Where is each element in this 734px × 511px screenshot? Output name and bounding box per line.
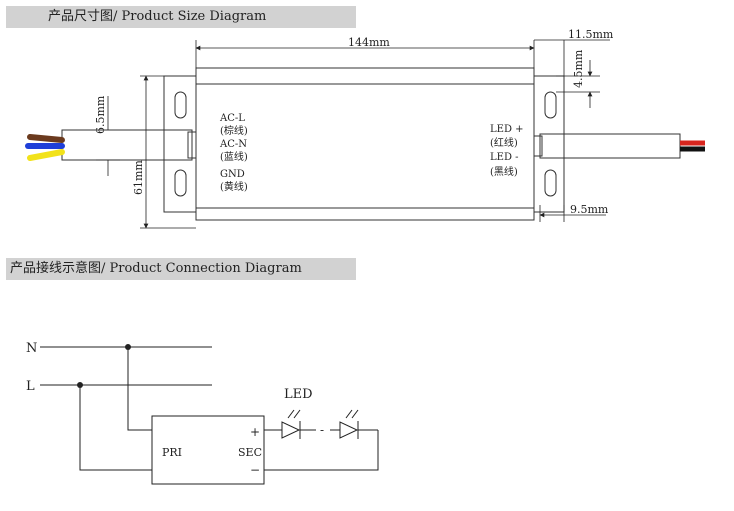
flange-bottom-value: 9.5mm (570, 203, 609, 216)
connection-diagram-title: 产品接线示意图/ Product Connection Diagram (10, 261, 302, 276)
l-junction (77, 382, 83, 388)
cable-offset-dimension (96, 96, 120, 176)
n-label: N (26, 341, 37, 356)
size-diagram-header: 产品尺寸图/ Product Size Diagram (6, 6, 356, 28)
label-blue: (蓝线) (220, 150, 248, 163)
label-black: (黑线) (490, 165, 518, 178)
width-dimension (140, 75, 196, 229)
driver-housing (61, 67, 681, 221)
width-value: 61mm (132, 160, 145, 195)
label-red: (红线) (490, 136, 518, 149)
sec-minus: − (250, 463, 260, 477)
led-label: LED (284, 387, 313, 402)
n-junction (125, 344, 131, 350)
connection-diagram-header: 产品接线示意图/ Product Connection Diagram (6, 258, 356, 280)
output-wires (680, 140, 705, 152)
right-mounting-flange (533, 75, 565, 213)
label-led-minus: LED - (490, 152, 519, 163)
sec-label: SEC (238, 446, 262, 459)
driver-box (151, 415, 265, 485)
right-top-slot (544, 91, 557, 119)
input-labels: AC-L (棕线) AC-N (蓝线) GND (黄线) (219, 113, 248, 193)
flange-gap-value: 4.5mm (572, 49, 585, 88)
sec-plus: + (250, 425, 260, 439)
input-wires (25, 134, 65, 161)
length-dimension (195, 40, 535, 68)
left-top-slot (174, 91, 187, 119)
flange-dimensions (534, 39, 610, 222)
label-gnd: GND (220, 169, 245, 180)
led-1 (281, 409, 301, 439)
connection-wiring (40, 346, 379, 471)
cable-offset-value: 6.5mm (94, 95, 107, 134)
length-value: 144mm (348, 36, 390, 49)
label-brown: (棕线) (220, 124, 248, 137)
right-bottom-slot (544, 169, 557, 197)
left-mounting-flange (163, 75, 197, 213)
label-led-plus: LED + (490, 124, 524, 135)
input-gland (187, 131, 197, 159)
label-ac-l: AC-L (219, 113, 245, 124)
output-labels: LED + (红线) LED - (黑线) (490, 124, 524, 178)
size-diagram-title: 产品尺寸图/ Product Size Diagram (48, 9, 267, 24)
brown-wire (27, 134, 65, 143)
label-yellow: (黄线) (220, 180, 248, 193)
led-2 (339, 409, 359, 439)
yellow-wire (27, 149, 65, 161)
left-bottom-slot (174, 169, 187, 197)
output-gland (533, 135, 543, 157)
flange-top-value: 11.5mm (568, 28, 614, 41)
input-cable (61, 129, 193, 161)
label-ac-n: AC-N (219, 139, 247, 150)
l-label: L (26, 379, 35, 394)
output-cable (539, 133, 681, 159)
led-chain-dash: - (320, 423, 324, 437)
pri-label: PRI (162, 446, 182, 459)
